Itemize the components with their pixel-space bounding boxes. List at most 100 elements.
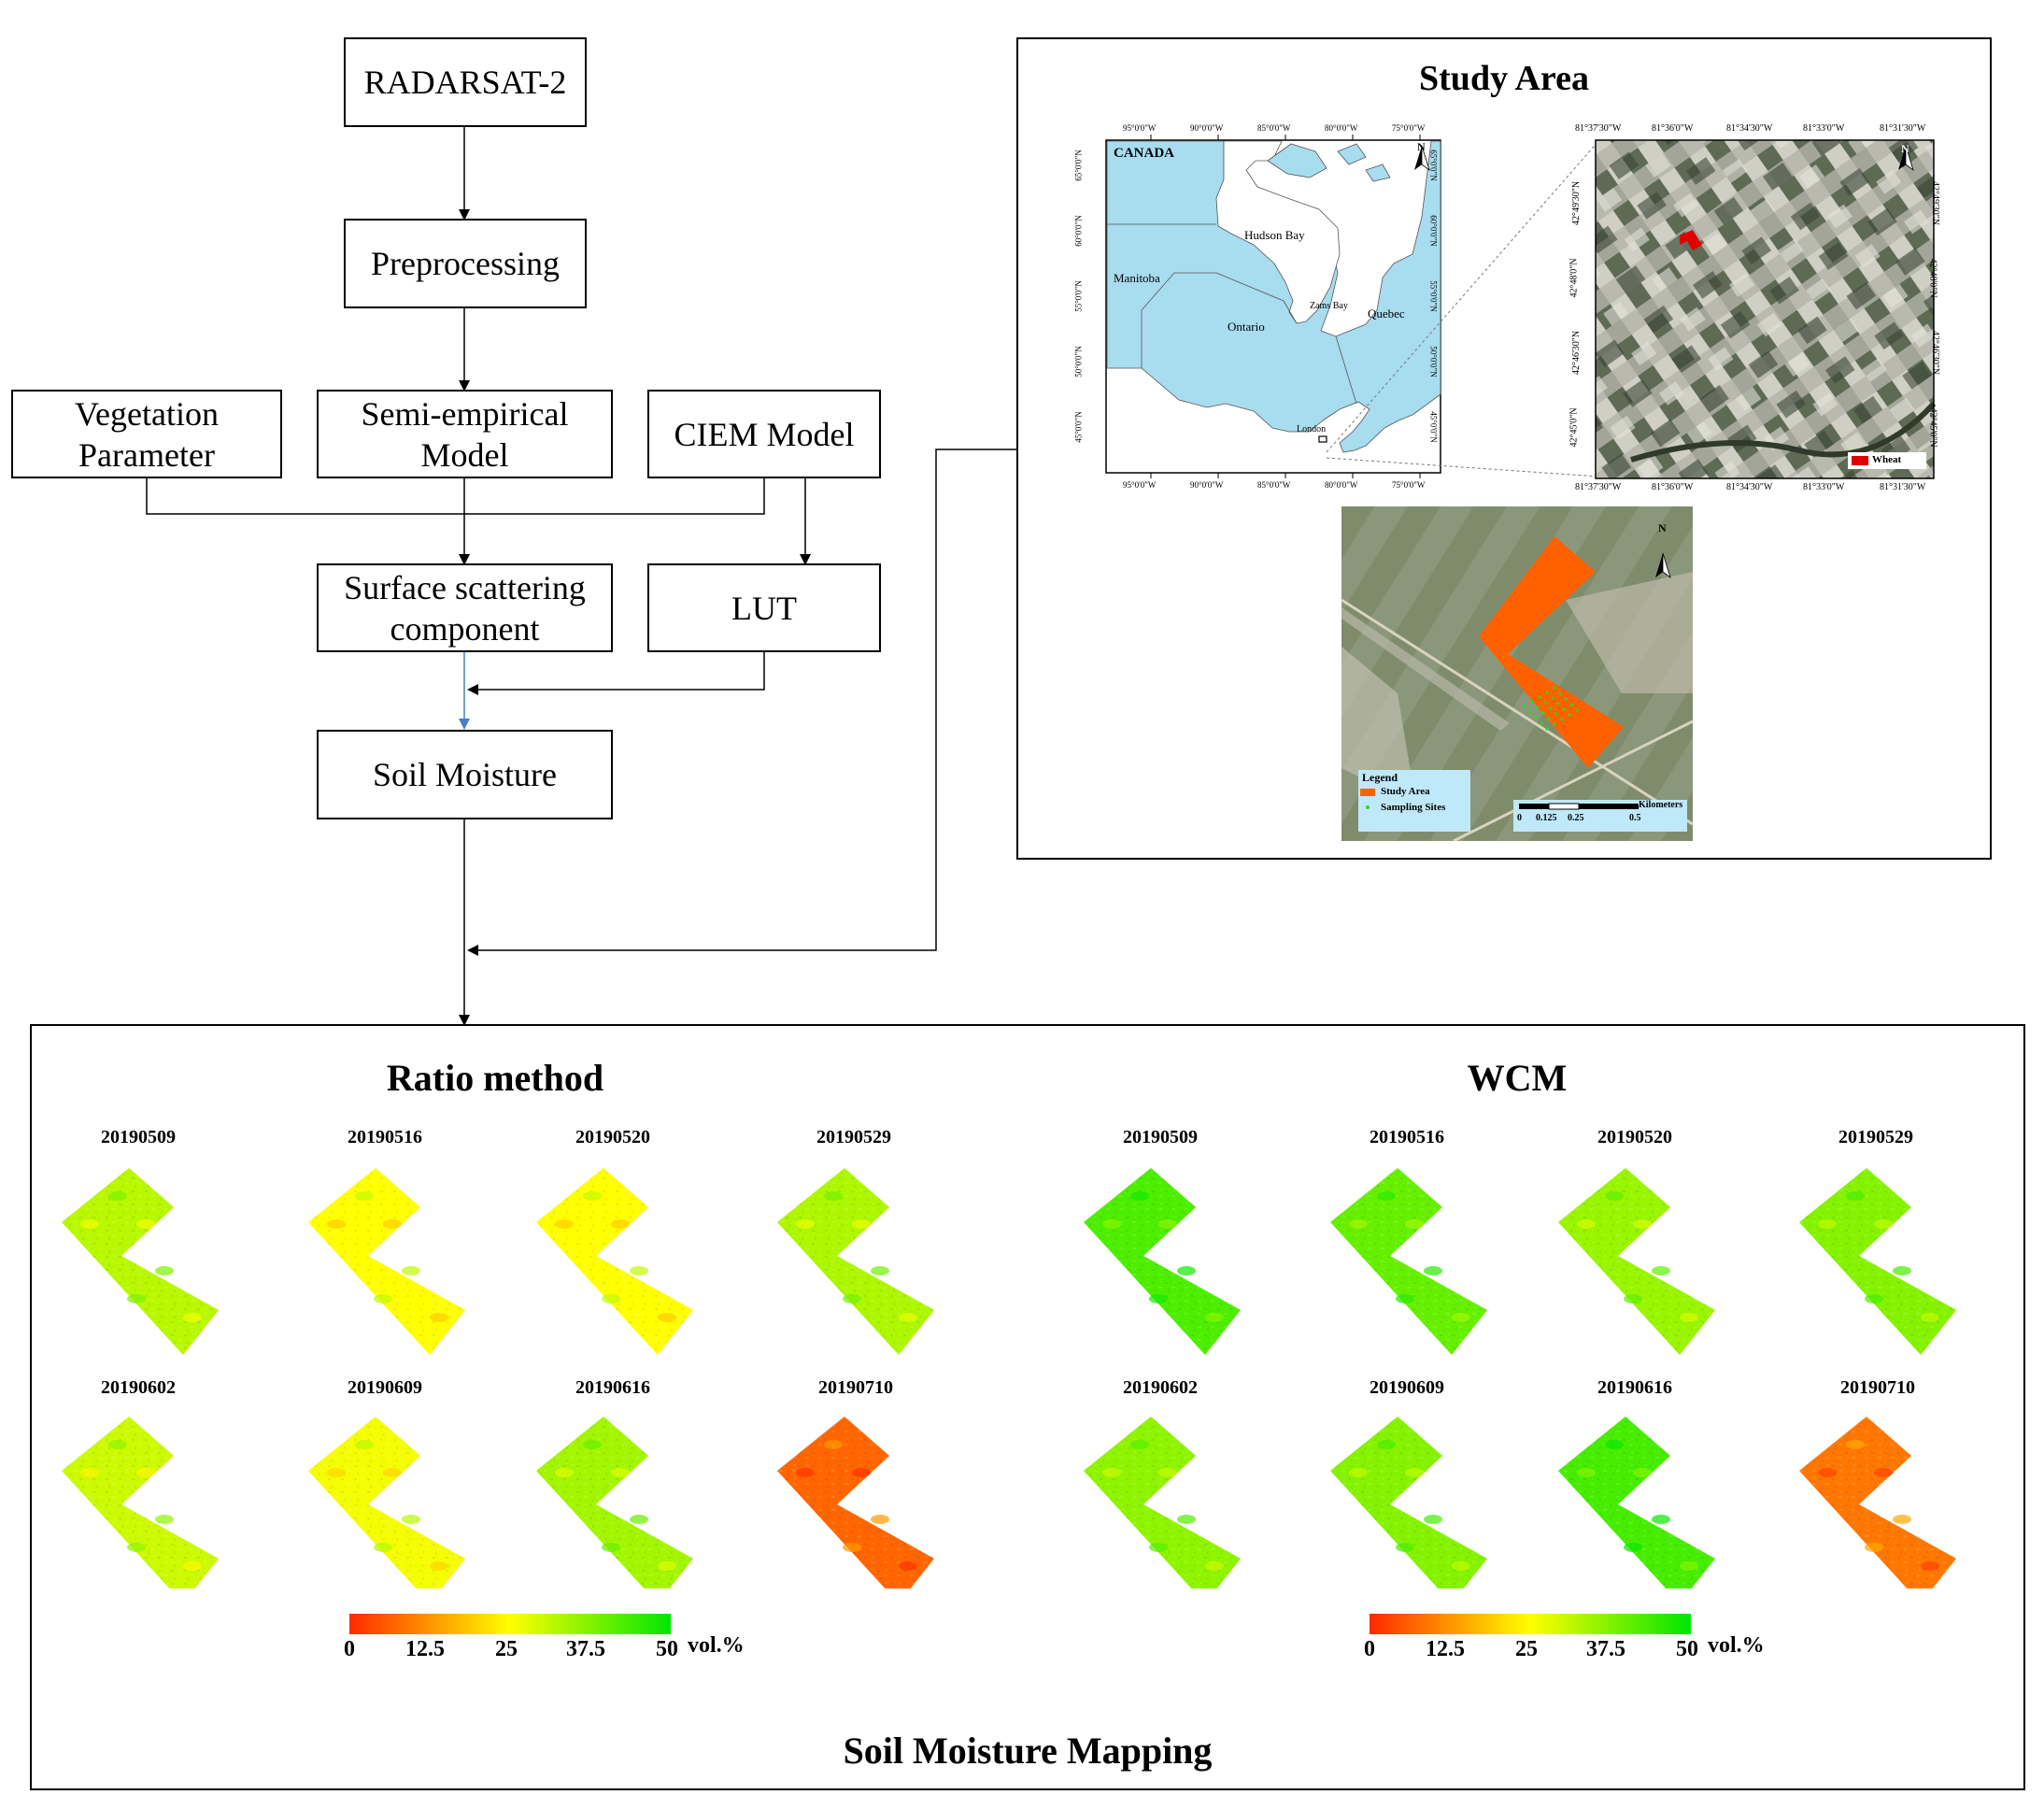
ratio-map-4 bbox=[777, 1168, 934, 1355]
ratio-cbar-tick-3: 37.5 bbox=[566, 1637, 605, 1661]
canada-left-tick-4: 45°0'0"N bbox=[1073, 411, 1084, 443]
satellite-bottom-tick-2: 81°34'30"W bbox=[1726, 482, 1773, 492]
wcm-date-8: 20190710 bbox=[1840, 1377, 1915, 1398]
ratio-colorbar bbox=[349, 1614, 671, 1634]
canada-top-tick-0: 95°0'0"W bbox=[1123, 123, 1157, 133]
lut-box: LUT bbox=[647, 563, 881, 652]
preprocessing-box: Preprocessing bbox=[344, 219, 587, 308]
wcm-date-2: 20190516 bbox=[1370, 1127, 1444, 1147]
satellite-left-tick-2: 42°46'30"N bbox=[1571, 330, 1583, 376]
ratio-date-8: 20190710 bbox=[818, 1377, 893, 1398]
study-area-panel bbox=[1016, 37, 1992, 860]
ratio-cbar-tick-0: 0 bbox=[344, 1637, 355, 1661]
arrow-lut-to-join bbox=[467, 651, 765, 695]
scale-tick-2: 0.25 bbox=[1568, 813, 1584, 823]
ratio-date-3: 20190520 bbox=[575, 1127, 650, 1147]
semi-empirical-label-line1: Semi-empirical bbox=[361, 394, 569, 433]
wcm-date-4: 20190529 bbox=[1838, 1127, 1913, 1147]
label-ontario: Ontario bbox=[1228, 320, 1265, 334]
connector-vegetation-ciem bbox=[146, 478, 765, 515]
wcm-date-3: 20190520 bbox=[1597, 1127, 1672, 1147]
ratio-date-2: 20190516 bbox=[348, 1127, 422, 1147]
satellite-bottom-tick-3: 81°33'0"W bbox=[1803, 482, 1845, 492]
wcm-map-8 bbox=[1799, 1417, 1956, 1588]
canada-map-graphic bbox=[1105, 135, 1441, 478]
soil-moisture-mapping-panel bbox=[30, 1024, 2025, 1790]
lut-label: LUT bbox=[731, 589, 797, 627]
canada-bottom-tick-2: 85°0'0"W bbox=[1257, 480, 1291, 490]
study-area-title: Study Area bbox=[1419, 59, 1589, 98]
wheat-field-marker bbox=[1680, 230, 1702, 250]
study-area-field bbox=[1479, 536, 1624, 768]
canada-map: CANADA N Hudson Bay Manitoba Ontario Que… bbox=[1074, 123, 1459, 497]
northern-island bbox=[1267, 143, 1327, 178]
canada-top-tick-4: 75°0'0"W bbox=[1392, 123, 1426, 133]
scale-tick-0: 0 bbox=[1517, 813, 1522, 823]
moisture-maps bbox=[62, 1168, 1956, 1588]
ratio-date-5: 20190602 bbox=[101, 1377, 176, 1398]
ratio-date-7: 20190616 bbox=[575, 1377, 650, 1398]
wcm-title: WCM bbox=[1467, 1057, 1568, 1099]
hudson-bay bbox=[1215, 140, 1341, 324]
soil-moisture-label: Soil Moisture bbox=[372, 756, 557, 793]
satellite-right-tick-1: 42°48'0"N bbox=[1927, 258, 1938, 298]
preprocessing-label: Preprocessing bbox=[371, 245, 560, 282]
satellite-north-label: N bbox=[1901, 142, 1909, 155]
canada-left-tick-1: 60°0'0"N bbox=[1073, 215, 1084, 247]
canada-left-tick-3: 50°0'0"N bbox=[1073, 346, 1084, 377]
label-quebec: Quebec bbox=[1368, 306, 1405, 320]
wcm-cbar-unit: vol.% bbox=[1708, 1633, 1765, 1658]
ratio-cbar-unit: vol.% bbox=[688, 1633, 745, 1658]
wcm-map-3 bbox=[1558, 1168, 1715, 1355]
wcm-colorbar bbox=[1370, 1614, 1691, 1634]
satellite-right-tick-0: 42°49'30"N bbox=[1930, 180, 1941, 226]
radarsat-label: RADARSAT-2 bbox=[363, 64, 567, 101]
wcm-map-4 bbox=[1799, 1168, 1956, 1355]
ratio-map-6 bbox=[308, 1417, 465, 1588]
field-legend-sampling-sites: Sampling Sites bbox=[1381, 802, 1446, 813]
wcm-date-5: 20190602 bbox=[1123, 1377, 1198, 1398]
canada-bottom-tick-3: 80°0'0"W bbox=[1325, 480, 1358, 490]
satellite-top-tick-1: 81°36'0"W bbox=[1652, 123, 1694, 134]
ratio-map-7 bbox=[536, 1417, 693, 1588]
semi-empirical-model-box: Semi-empirical Model bbox=[317, 390, 613, 478]
satellite-left-tick-3: 42°45'0"N bbox=[1568, 407, 1580, 448]
wcm-map-6 bbox=[1330, 1417, 1487, 1588]
canada-left-tick-2: 55°0'0"N bbox=[1073, 280, 1084, 312]
satellite-map-graphic bbox=[1595, 139, 1937, 479]
wcm-cbar-tick-4: 50 bbox=[1676, 1637, 1698, 1661]
canada-label: CANADA bbox=[1114, 146, 1174, 161]
ratio-map-5 bbox=[62, 1417, 219, 1588]
wcm-map-2 bbox=[1330, 1168, 1487, 1355]
ratio-date-6: 20190609 bbox=[348, 1377, 422, 1398]
surface-label-line2: component bbox=[390, 609, 540, 648]
satellite-left-tick-1: 42°48'0"N bbox=[1568, 258, 1580, 298]
ratio-map-3 bbox=[536, 1168, 693, 1355]
canada-top-tick-2: 85°0'0"W bbox=[1257, 123, 1291, 133]
vegetation-label-line1: Vegetation bbox=[75, 394, 219, 433]
arrow-study-area-to-join bbox=[467, 449, 1016, 956]
vegetation-label-line2: Parameter bbox=[78, 435, 215, 474]
ratio-map-2 bbox=[308, 1168, 465, 1355]
ciem-label: CIEM Model bbox=[674, 415, 855, 453]
wcm-date-1: 20190509 bbox=[1123, 1127, 1198, 1147]
north-arrow-icon-satellite bbox=[1898, 145, 1914, 172]
wcm-map-1 bbox=[1084, 1168, 1241, 1355]
wcm-cbar-tick-1: 12.5 bbox=[1426, 1637, 1465, 1661]
radarsat-box: RADARSAT-2 bbox=[344, 37, 587, 127]
field-map-graphic bbox=[1341, 506, 1694, 843]
satellite-bottom-tick-1: 81°36'0"W bbox=[1652, 482, 1694, 492]
scale-tick-1: 0.125 bbox=[1536, 813, 1557, 823]
wcm-cbar-tick-0: 0 bbox=[1364, 1637, 1375, 1661]
zoom-lines bbox=[1326, 139, 1600, 477]
ratio-map-1 bbox=[62, 1168, 219, 1355]
label-zams-bay: Zams Bay bbox=[1310, 301, 1348, 311]
vegetation-parameter-box: Vegetation Parameter bbox=[11, 390, 282, 478]
scale-tick-3: 0.5 bbox=[1629, 813, 1641, 823]
surface-label-line1: Surface scattering bbox=[344, 568, 586, 606]
ciem-model-box: CIEM Model bbox=[647, 390, 881, 478]
satellite-right-tick-2: 42°46'30"N bbox=[1930, 330, 1941, 376]
ratio-date-1: 20190509 bbox=[101, 1127, 176, 1147]
canada-top-tick-1: 90°0'0"W bbox=[1190, 123, 1224, 133]
surface-scattering-box: Surface scattering component bbox=[317, 563, 613, 652]
